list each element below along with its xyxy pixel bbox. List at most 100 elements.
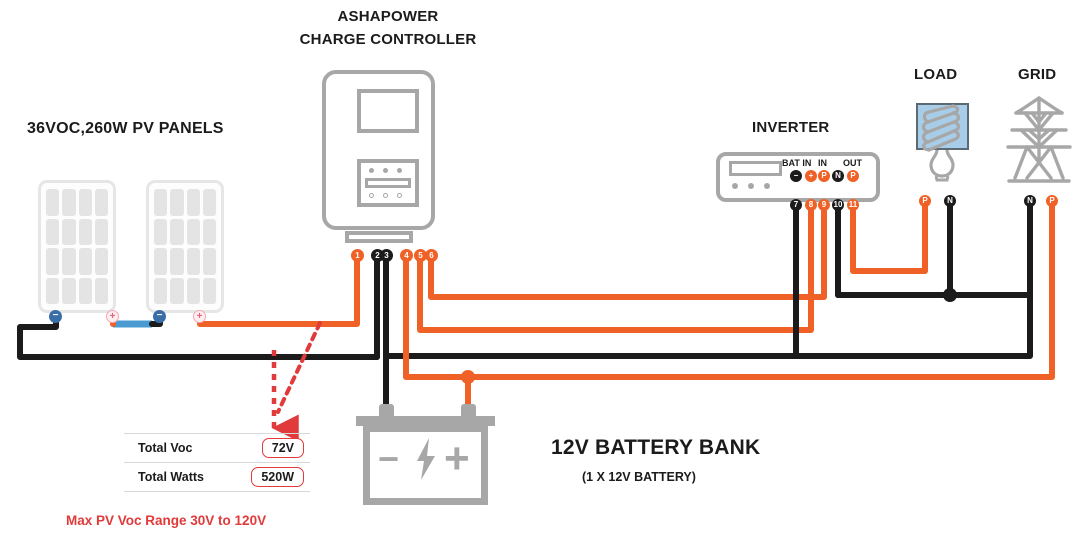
pv-cell <box>78 248 92 275</box>
junction-battery-positive <box>461 370 475 384</box>
pv-cell <box>170 189 184 216</box>
pv-cell <box>170 277 184 304</box>
pv-cell <box>186 277 200 304</box>
pv-cell <box>170 218 184 245</box>
spec-key-total-watts: Total Watts <box>138 470 204 484</box>
keypad-button-2[interactable] <box>383 193 388 198</box>
spec-value-total-voc: 72V <box>261 438 304 458</box>
cc-terminal-4[interactable]: 4 <box>400 249 413 262</box>
max-pv-voc-range-note: Max PV Voc Range 30V to 120V <box>66 513 267 528</box>
pv-cell <box>62 248 76 275</box>
pv-cell <box>46 189 60 216</box>
cfl-bulb-icon <box>921 104 961 182</box>
pv-cell <box>186 218 200 245</box>
wire-cc-terminal6-inverter-in <box>428 202 827 300</box>
pv-panel-2-negative-terminal[interactable]: − <box>153 310 166 323</box>
battery-body[interactable] <box>363 425 488 505</box>
inverter-pin-10[interactable]: 10 <box>832 199 844 211</box>
inverter-terminal-in-n[interactable]: N <box>832 170 844 182</box>
spec-table: Total Voc 72V Total Watts 520W <box>124 433 310 492</box>
grid-terminal-p[interactable]: P <box>1046 195 1058 207</box>
pv-cell <box>46 277 60 304</box>
inverter-pin-8[interactable]: 8 <box>805 199 817 211</box>
pv-panel-1[interactable] <box>38 180 116 313</box>
battery-top-plate <box>356 416 495 426</box>
pv-cell <box>94 248 108 275</box>
battery-positive-post <box>461 404 476 417</box>
spec-row-total-voc: Total Voc 72V <box>124 433 310 463</box>
grid-terminal-n[interactable]: N <box>1024 195 1036 207</box>
charge-controller-title-line1: ASHAPOWER <box>337 8 439 25</box>
junction-neutral <box>943 288 957 302</box>
pv-cell <box>78 218 92 245</box>
pv-cell <box>62 218 76 245</box>
charge-controller-terminal-block <box>345 231 413 243</box>
inverter-terminal-out-p[interactable]: P <box>847 170 859 182</box>
pv-cell <box>62 189 76 216</box>
inverter-group-label-out: OUT <box>843 158 862 168</box>
inverter-label: INVERTER <box>752 119 830 136</box>
wire-panel1-negative <box>17 313 380 360</box>
battery-negative-post <box>379 404 394 417</box>
pv-cell <box>94 277 108 304</box>
inverter-pin-7[interactable]: 7 <box>790 199 802 211</box>
inverter-group-label-in: IN <box>818 158 827 168</box>
cc-terminal-3[interactable]: 3 <box>380 249 393 262</box>
wire-cc-terminal4-battery-pos <box>403 202 1055 380</box>
cc-terminal-1[interactable]: 1 <box>351 249 364 262</box>
pv-cell <box>202 189 216 216</box>
spec-key-total-voc: Total Voc <box>138 441 193 455</box>
cc-terminal-5[interactable]: 5 <box>414 249 427 262</box>
pv-cell <box>78 189 92 216</box>
keypad-led-1 <box>369 168 374 173</box>
inverter-terminal-in-p[interactable]: P <box>818 170 830 182</box>
battery-plus-symbol: + <box>444 434 470 483</box>
pv-cell <box>170 248 184 275</box>
keypad-led-3 <box>397 168 402 173</box>
inverter-led-2 <box>748 183 754 189</box>
battery-bank-title: 12V BATTERY BANK <box>551 436 761 459</box>
pv-panel-1-positive-terminal[interactable]: + <box>106 310 119 323</box>
inverter-terminal-bat-in-negative[interactable]: − <box>790 170 802 182</box>
pv-cell <box>154 248 168 275</box>
pv-cell <box>78 277 92 304</box>
charge-controller-title-line2: CHARGE CONTROLLER <box>299 31 477 48</box>
cc-terminal-6[interactable]: 6 <box>425 249 438 262</box>
keypad-button-1[interactable] <box>369 193 374 198</box>
battery-bank-subtitle: (1 X 12V BATTERY) <box>582 470 696 484</box>
inverter-pin-11[interactable]: 11 <box>847 199 859 211</box>
spec-value-total-watts: 520W <box>251 467 304 487</box>
pv-cell <box>154 277 168 304</box>
wire-inverter-out-load <box>850 202 928 274</box>
pv-panels-label: 36VOC,260W PV PANELS <box>27 120 224 137</box>
wire-black-bus <box>383 202 1033 359</box>
pv-cell <box>154 218 168 245</box>
load-terminal-n[interactable]: N <box>944 195 956 207</box>
inverter-display <box>729 161 782 176</box>
inverter-pin-9[interactable]: 9 <box>818 199 830 211</box>
pv-cell <box>62 277 76 304</box>
pv-cell <box>154 189 168 216</box>
battery-minus-symbol: − <box>378 438 400 479</box>
pv-cell <box>202 218 216 245</box>
pv-cell <box>186 248 200 275</box>
pv-panel-2-positive-terminal[interactable]: + <box>193 310 206 323</box>
pv-cell <box>46 248 60 275</box>
grid-label: GRID <box>1018 66 1057 83</box>
pv-panel-2[interactable] <box>146 180 224 313</box>
pv-cell <box>46 218 60 245</box>
load-label: LOAD <box>914 66 958 83</box>
charge-controller-display <box>357 89 419 133</box>
keypad-button-3[interactable] <box>397 193 402 198</box>
transmission-tower-icon <box>1006 96 1072 183</box>
pv-cell <box>94 189 108 216</box>
pv-panel-1-negative-terminal[interactable]: − <box>49 310 62 323</box>
pv-cell <box>186 189 200 216</box>
inverter-led-3 <box>764 183 770 189</box>
inverter-group-label-bat-in: BAT IN <box>782 158 812 168</box>
inverter-terminal-bat-in-positive[interactable]: + <box>805 170 817 182</box>
load-terminal-p[interactable]: P <box>919 195 931 207</box>
wire-cc-terminal5-inverter-batin <box>417 202 814 333</box>
callout-dotted-diagonal <box>276 321 322 414</box>
